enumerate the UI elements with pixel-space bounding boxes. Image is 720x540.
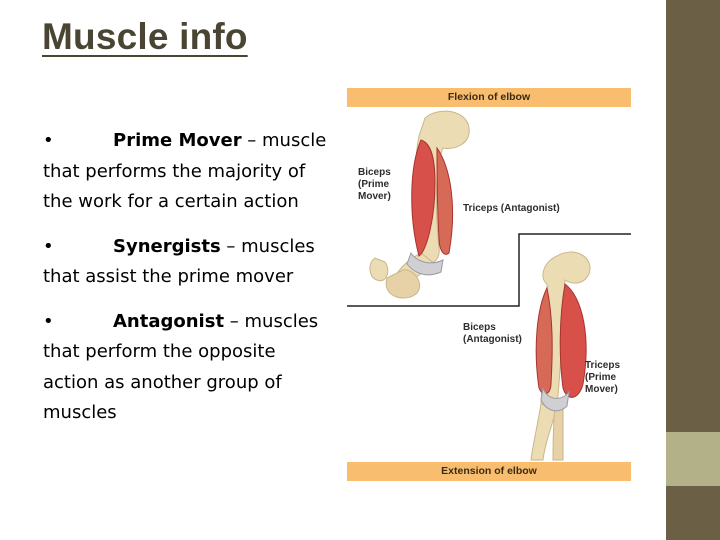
bullet-marker: • — [43, 310, 54, 332]
label-line: (Prime — [358, 179, 390, 190]
label-biceps-antagonist: Biceps (Antagonist) — [463, 322, 522, 346]
bullet-antagonist: • Antagonist – muscles that perform the o… — [43, 307, 333, 429]
slide-title: Muscle info — [42, 16, 248, 57]
label-line: (Antagonist) — [463, 334, 522, 345]
label-triceps-prime-mover: Triceps (Prime Mover) — [585, 360, 620, 396]
bullet-term: Antagonist — [113, 310, 225, 332]
bullet-marker: • — [43, 130, 54, 151]
label-line: Biceps — [358, 167, 391, 178]
bullet-list: • Prime Mover – muscle that performs the … — [43, 126, 333, 443]
sidebar-accent-block — [666, 432, 720, 486]
bullet-marker: • — [43, 235, 54, 257]
flexion-label: Flexion of elbow — [447, 91, 531, 103]
label-line: Triceps — [585, 360, 621, 371]
bullet-term: Synergists — [113, 235, 221, 257]
bullet-definition: – muscles that assist the prime mover — [43, 235, 315, 288]
divider-line — [347, 233, 631, 307]
extension-band: Extension of elbow — [347, 462, 631, 481]
label-line: Mover) — [358, 191, 391, 202]
bullet-definition: – muscle that performs the majority of t… — [43, 130, 327, 212]
extended-arm — [530, 251, 591, 461]
bullet-term: Prime Mover — [113, 130, 242, 151]
bullet-prime-mover: • Prime Mover – muscle that performs the … — [43, 126, 333, 218]
label-line: Biceps — [463, 322, 496, 333]
label-biceps-prime-mover: Biceps (Prime Mover) — [358, 167, 391, 203]
arm-illustration — [347, 110, 631, 461]
extension-label: Extension of elbow — [441, 465, 537, 477]
flexion-band: Flexion of elbow — [347, 88, 631, 107]
decorative-sidebar — [666, 0, 720, 540]
label-line: (Prime — [585, 372, 617, 383]
label-triceps-antagonist: Triceps (Antagonist) — [463, 203, 560, 214]
elbow-muscle-diagram: Flexion of elbow Biceps (Prime Mover) Tr… — [347, 88, 631, 481]
label-line: Mover) — [585, 384, 618, 395]
flexed-arm — [369, 110, 470, 299]
bullet-synergists: • Synergists – muscles that assist the pr… — [43, 232, 333, 293]
bullet-definition: – muscles that perform the opposite acti… — [43, 310, 319, 424]
